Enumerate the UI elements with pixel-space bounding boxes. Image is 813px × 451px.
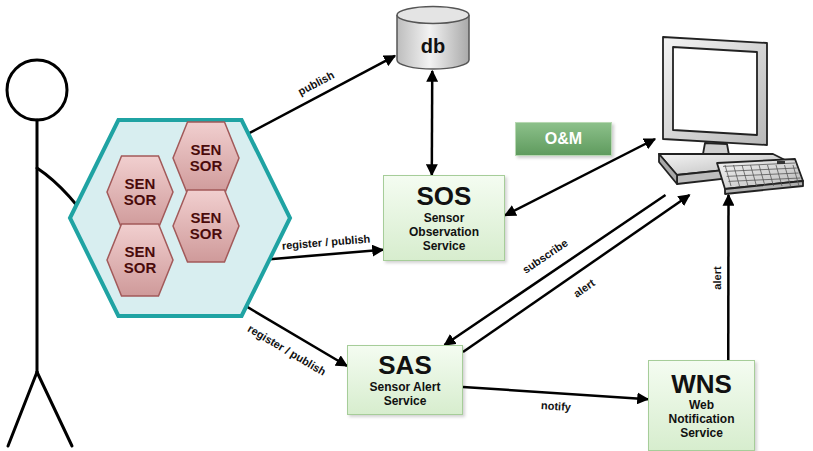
- edge-label: subscribe: [520, 236, 570, 275]
- node-title: db: [421, 35, 445, 58]
- sensor-hexagon: SEN SOR: [173, 122, 239, 194]
- person-body: [36, 120, 39, 372]
- sensor-hexagon: SEN SOR: [107, 224, 173, 296]
- edge-label: register / publish: [245, 322, 327, 377]
- node-subtitle: Sensor Alert Service: [363, 380, 447, 408]
- person-leg: [8, 372, 37, 446]
- node-title: SAS: [378, 352, 431, 379]
- edge-label: alert: [711, 266, 723, 289]
- edge-label: alert: [571, 276, 597, 299]
- edge-label: notify: [540, 399, 571, 413]
- connector-arrow: [463, 387, 648, 399]
- sensor-hexagon: SEN SOR: [173, 190, 239, 262]
- node-title: WNS: [671, 371, 732, 398]
- database-cylinder: db: [395, 5, 471, 71]
- sensor-group: SEN SOR SEN SOR SEN SOR SEN SOR: [70, 120, 290, 316]
- service-box: SOSSensor Observation Service: [383, 175, 505, 261]
- connector-arrow: [727, 195, 730, 360]
- node-title: SEN SOR: [120, 244, 160, 276]
- computer-illustration: [655, 35, 805, 195]
- node-subtitle: Sensor Observation Service: [402, 211, 486, 253]
- node-title: SEN SOR: [186, 142, 226, 174]
- node-title: SEN SOR: [120, 176, 160, 208]
- edge-label: publish: [296, 68, 336, 97]
- connector-arrow: [248, 56, 395, 134]
- node-title: SOS: [417, 183, 472, 210]
- service-box: SASSensor Alert Service: [347, 345, 463, 415]
- service-box: WNSWeb Notification Service: [648, 360, 755, 451]
- person-leg: [37, 372, 72, 446]
- node-title: O&M: [545, 130, 582, 148]
- computer-drawing: [655, 35, 805, 195]
- person-head: [7, 60, 67, 120]
- sensor-hexagon: SEN SOR: [107, 156, 173, 228]
- model-box: O&M: [515, 122, 612, 156]
- node-subtitle: Web Notification Service: [660, 398, 744, 440]
- node-title: SEN SOR: [186, 210, 226, 242]
- connector-arrow: [431, 71, 434, 175]
- edge-label: register / publish: [282, 233, 371, 252]
